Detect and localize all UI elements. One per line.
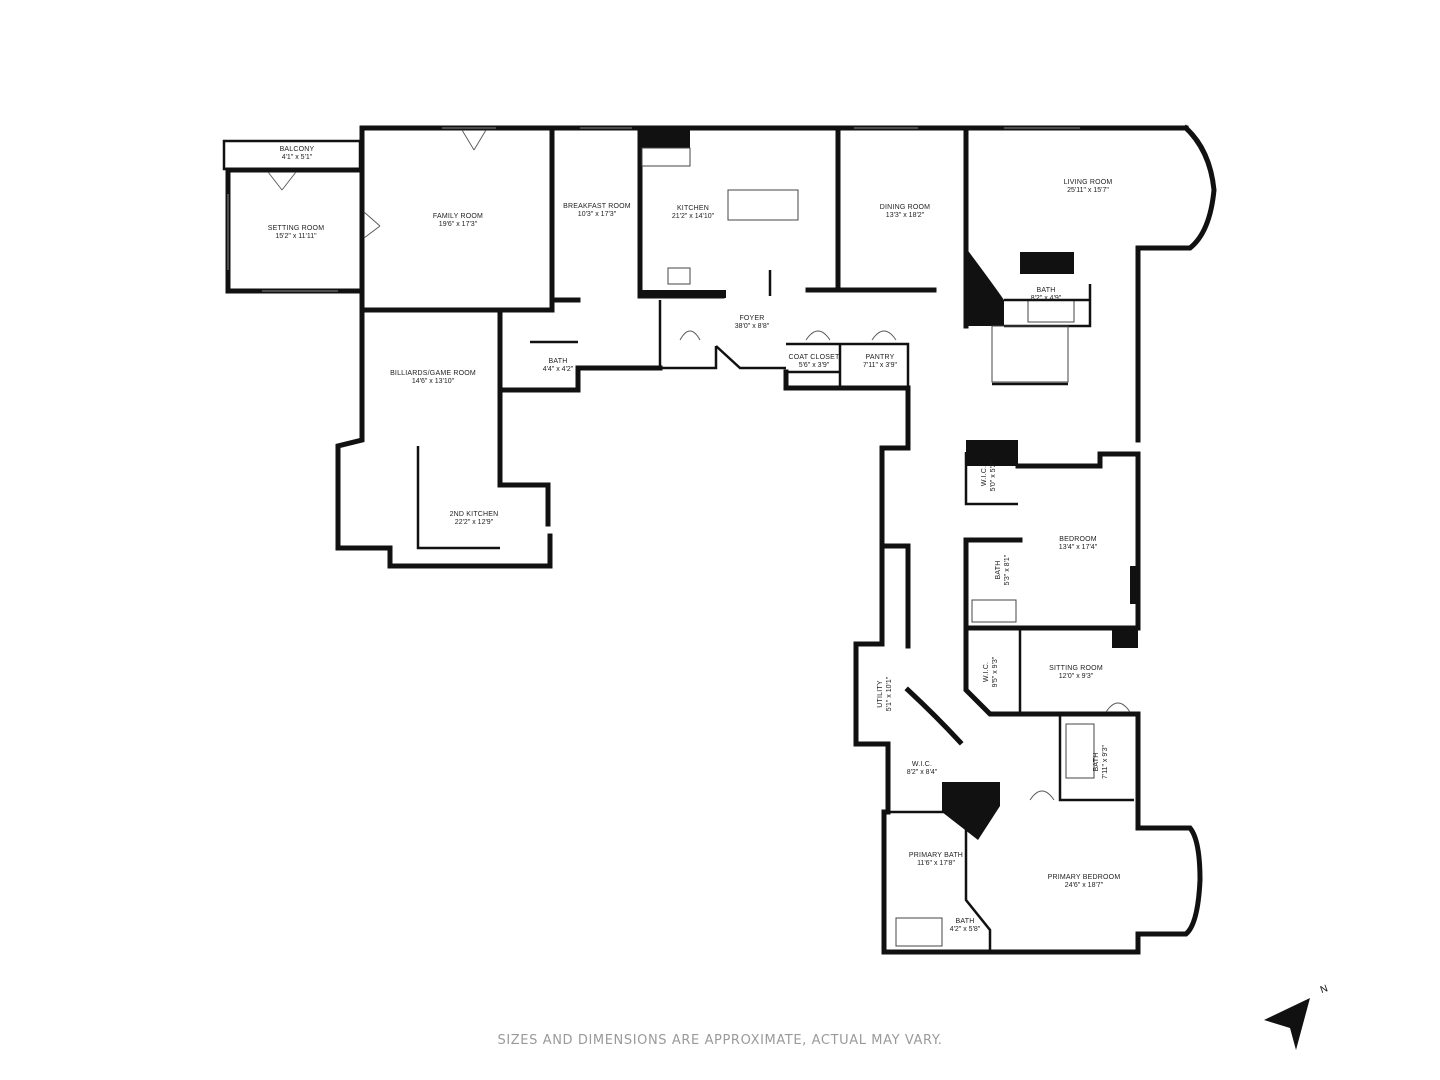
room-name-second-kitchen: 2ND KITCHEN <box>450 511 499 518</box>
windows <box>227 127 1080 292</box>
room-name-bedroom: BEDROOM <box>1059 536 1097 543</box>
room-name-primary-bedroom: PRIMARY BEDROOM <box>1048 874 1121 881</box>
room-name-bath-small: BATH <box>956 918 975 925</box>
room-dim-living-room: 25'11" x 15'7" <box>1067 187 1109 194</box>
room-name-coat-closet: COAT CLOSET <box>789 354 840 361</box>
room-name-wic-primary: W.I.C. <box>912 761 932 768</box>
room-dim-setting-room: 15'2" x 11'11" <box>275 233 317 240</box>
room-dim-pantry: 7'11" x 3'9" <box>863 362 897 369</box>
room-dim-foyer: 38'0" x 8'8" <box>735 323 770 330</box>
room-name-bath-east: BATH <box>1093 753 1100 772</box>
room-name-dining-room: DINING ROOM <box>880 204 930 211</box>
room-dim-family-room: 19'6" x 17'3" <box>439 221 478 228</box>
disclaimer-text: SIZES AND DIMENSIONS ARE APPROXIMATE, AC… <box>497 1033 943 1048</box>
north-label: N <box>1319 983 1330 996</box>
east-wing-walls <box>853 445 1203 955</box>
room-name-balcony: BALCONY <box>280 146 315 153</box>
room-dim-dining-room: 13'3" x 18'2" <box>886 212 925 219</box>
room-name-living-room: LIVING ROOM <box>1064 179 1113 186</box>
room-name-foyer: FOYER <box>739 315 764 322</box>
room-dim-utility: 5'1" x 10'1" <box>886 676 893 711</box>
room-dim-wic-middle: 9'5" x 9'3" <box>992 656 999 687</box>
room-name-primary-bath: PRIMARY BATH <box>909 852 963 859</box>
room-dim-bath-west: 4'4" x 4'2" <box>543 366 574 373</box>
room-labels: BALCONY 4'1" x 5'1" SETTING ROOM 15'2" x… <box>268 146 1121 933</box>
room-name-wic-middle: W.I.C. <box>983 662 990 682</box>
room-dim-breakfast-room: 10'3" x 17'3" <box>578 211 617 218</box>
room-name-bath-west: BATH <box>549 358 568 365</box>
room-dim-primary-bath: 11'6" x 17'8" <box>917 860 955 867</box>
room-dim-bedroom: 13'4" x 17'4" <box>1059 544 1098 551</box>
north-arrow-icon: N <box>1264 983 1329 1050</box>
room-dim-second-kitchen: 22'2" x 12'9" <box>455 519 494 526</box>
room-name-bath-bedroom: BATH <box>995 561 1002 580</box>
room-dim-kitchen: 21'2" x 14'10" <box>672 213 715 220</box>
room-dim-coat-closet: 5'6" x 3'9" <box>799 362 830 369</box>
room-dim-primary-bedroom: 24'6" x 18'7" <box>1065 882 1104 889</box>
room-dim-wic-bedroom: 5'0" x 5'2" <box>990 460 997 491</box>
room-dim-bath-upper: 8'2" x 4'9" <box>1031 295 1062 302</box>
room-name-breakfast-room: BREAKFAST ROOM <box>563 203 631 210</box>
room-name-wic-bedroom: W.I.C. <box>981 466 988 486</box>
room-name-sitting-room: SITTING ROOM <box>1049 665 1103 672</box>
room-name-utility: UTILITY <box>877 680 884 708</box>
room-name-billiards-room: BILLIARDS/GAME ROOM <box>390 370 476 377</box>
room-dim-bath-small: 4'2" x 5'8" <box>950 926 981 933</box>
room-name-bath-upper: BATH <box>1037 287 1056 294</box>
room-name-kitchen: KITCHEN <box>677 205 709 212</box>
room-name-pantry: PANTRY <box>866 354 895 361</box>
room-dim-bath-east: 7'11" x 9'3" <box>1102 744 1109 778</box>
room-name-family-room: FAMILY ROOM <box>433 213 483 220</box>
room-dim-sitting-room: 12'0" x 9'3" <box>1059 673 1094 680</box>
room-dim-bath-bedroom: 5'3" x 8'1" <box>1004 554 1011 585</box>
room-dim-billiards-room: 14'6" x 13'10" <box>412 378 455 385</box>
central-walls <box>549 125 937 451</box>
door-swings <box>267 129 1131 801</box>
west-wing-walls <box>222 125 1189 569</box>
room-dim-balcony: 4'1" x 5'1" <box>282 154 313 161</box>
room-dim-wic-primary: 8'2" x 8'4" <box>907 769 938 776</box>
room-name-setting-room: SETTING ROOM <box>268 225 324 232</box>
